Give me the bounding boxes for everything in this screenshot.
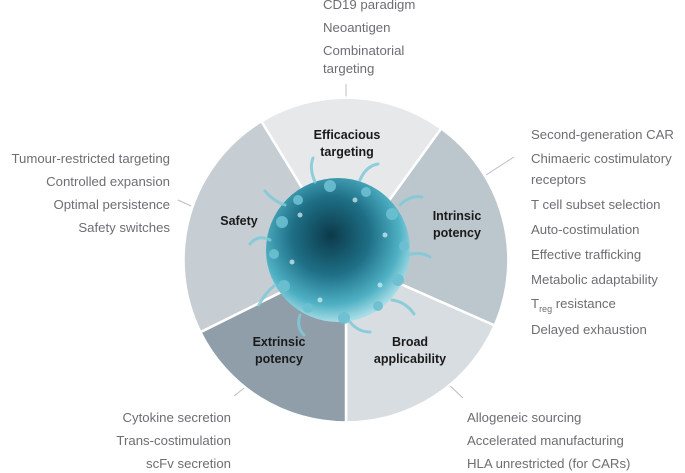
- label-tumour-restricted-targeting: Tumour-restricted targeting: [11, 151, 170, 166]
- label-effective-trafficking: Effective trafficking: [531, 247, 642, 262]
- label-metabolic-adaptability: Metabolic adaptability: [531, 272, 658, 287]
- label-receptors: receptors: [531, 172, 586, 187]
- treg-subscript: reg: [539, 304, 553, 314]
- segment-title-line: targeting: [320, 145, 373, 159]
- label-cytokine-secretion: Cytokine secretion: [122, 410, 231, 425]
- label-cd19-paradigm: CD19 paradigm: [323, 0, 416, 12]
- segment-efficacious: [259, 96, 443, 263]
- label-safety-switches: Safety switches: [78, 220, 170, 235]
- treg-resistance-text: resistance: [555, 296, 616, 311]
- t-cell-illustration: [248, 156, 432, 337]
- label-delayed-exhaustion: Delayed exhaustion: [531, 322, 647, 337]
- segment-title-line: potency: [255, 352, 303, 366]
- label-accelerated-manufacturing: Accelerated manufacturing: [467, 433, 624, 448]
- segment-title-intrinsic: Intrinsic potency: [433, 209, 482, 240]
- label-t-cell-subset-selection: T cell subset selection: [531, 197, 661, 212]
- segment-title-line: applicability: [374, 352, 446, 366]
- label-combinatorial: Combinatorial: [323, 43, 405, 58]
- segment-title-efficacious: Efficacious targeting: [314, 128, 381, 159]
- segment-title-line: Extrinsic: [253, 335, 306, 349]
- connector-safety: [177, 199, 192, 207]
- label-scfv-secretion: scFv secretion: [145, 456, 231, 471]
- segment-title-line: potency: [433, 226, 481, 240]
- label-neoantigen: Neoantigen: [323, 20, 391, 35]
- label-controlled-expansion: Controlled expansion: [46, 174, 170, 189]
- label-chimaeric-costimulatory: Chimaeric costimulatory: [531, 151, 672, 166]
- label-trans-costimulation: Trans-costimulation: [116, 433, 231, 448]
- treg-base: T: [531, 296, 540, 311]
- label-targeting: targeting: [323, 61, 375, 76]
- connector-intrinsic: [485, 156, 515, 176]
- segment-title-safety: Safety: [220, 214, 258, 228]
- label-second-generation-car: Second-generation CAR: [531, 127, 674, 142]
- segment-title-extrinsic: Extrinsic potency: [253, 335, 306, 366]
- segment-title-line: Efficacious: [314, 128, 381, 142]
- label-treg-resistance: Treg resistance: [531, 296, 616, 314]
- label-auto-costimulation: Auto-costimulation: [531, 222, 640, 237]
- segment-title-line: Safety: [220, 214, 258, 228]
- label-hla-unrestricted: HLA unrestricted (for CARs): [467, 456, 631, 471]
- segment-title-broad: Broad applicability: [374, 335, 446, 366]
- segment-title-line: Intrinsic: [433, 209, 482, 223]
- label-optimal-persistence: Optimal persistence: [53, 197, 170, 212]
- label-allogeneic-sourcing: Allogeneic sourcing: [467, 410, 582, 425]
- segment-title-line: Broad: [392, 335, 428, 349]
